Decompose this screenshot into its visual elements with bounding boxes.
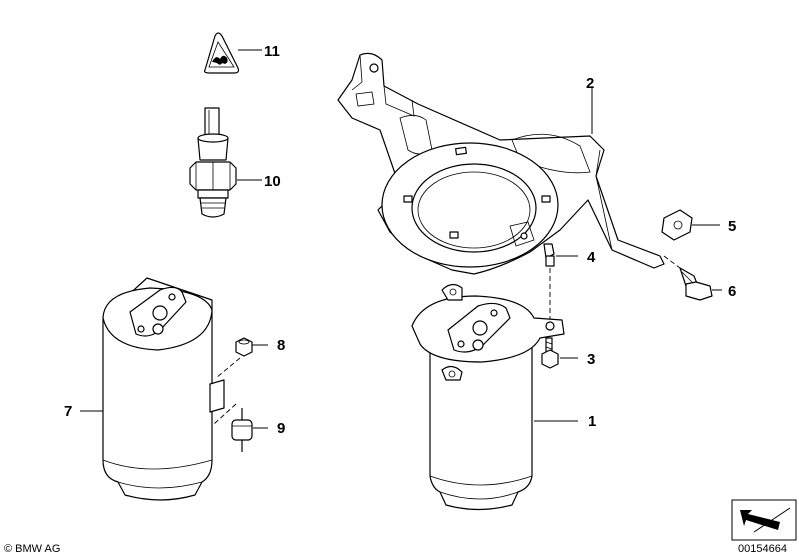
self-tapping-screw <box>543 243 578 326</box>
callout-9: 9 <box>277 420 285 437</box>
fastening-screw <box>541 337 578 369</box>
callout-10: 10 <box>264 173 281 190</box>
callout-8: 8 <box>277 337 285 354</box>
dryer-assembly-left <box>80 277 225 501</box>
arrow-frame-icon <box>731 499 797 541</box>
callout-11: 11 <box>264 43 280 60</box>
callout-5: 5 <box>728 218 736 235</box>
copyright-text: © BMW AG <box>4 543 60 555</box>
clip-nut <box>661 209 720 241</box>
callout-2: 2 <box>586 75 594 92</box>
callout-6: 6 <box>728 283 736 300</box>
dryer-assembly-right <box>411 283 578 511</box>
callout-3: 3 <box>587 351 595 368</box>
diagram-number: 00154664 <box>738 543 787 555</box>
rubber-mount <box>213 403 268 452</box>
callout-7: 7 <box>64 403 72 420</box>
pressure-switch <box>189 107 262 218</box>
callout-4: 4 <box>587 249 596 266</box>
dryer-bracket <box>337 52 665 275</box>
hex-bolt <box>663 255 722 301</box>
pressure-warning-icon <box>203 32 262 74</box>
hex-nut <box>215 337 268 379</box>
callout-1: 1 <box>588 413 596 430</box>
